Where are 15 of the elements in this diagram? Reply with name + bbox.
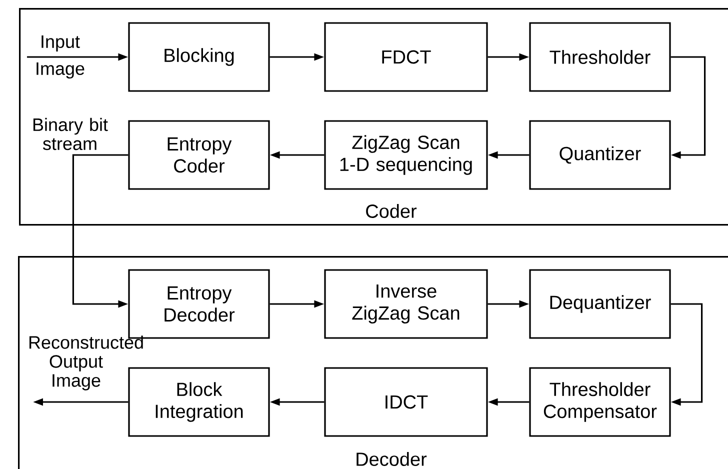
process-box: Inverse ZigZag Scan	[324, 269, 488, 339]
process-box: Quantizer	[529, 120, 671, 190]
edge-label: Binary bit stream	[33, 118, 108, 150]
arrow	[670, 303, 703, 406]
process-box: Thresholder Compensator	[529, 367, 671, 437]
edge-label: Input Image	[36, 35, 84, 79]
process-box: FDCT	[324, 22, 488, 92]
process-box: Blocking	[128, 22, 270, 92]
process-box: Block Integration	[128, 367, 270, 437]
process-box: Dequantizer	[529, 269, 671, 339]
process-box: ZigZag Scan 1-D sequencing	[324, 120, 488, 190]
process-box: Entropy Coder	[128, 120, 270, 190]
arrow	[670, 56, 706, 159]
process-box: Thresholder	[529, 22, 671, 92]
process-box: IDCT	[324, 367, 488, 437]
